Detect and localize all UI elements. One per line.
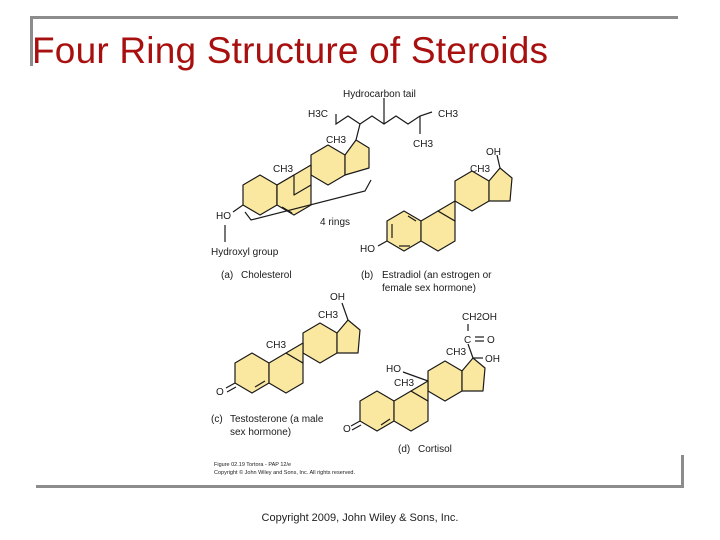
cortisol-o-label: O (343, 424, 351, 435)
bottom-rule (36, 485, 684, 488)
testosterone-oh-label: OH (330, 292, 345, 303)
ch3-tail-branch-label: CH3 (413, 139, 433, 150)
copyright-footer: Copyright 2009, John Wiley & Sons, Inc. (261, 512, 459, 524)
slide-title: Four Ring Structure of Steroids (32, 30, 549, 71)
cholesterol-ring-c-link (293, 164, 312, 196)
hydroxyl-group-label: Hydroxyl group (211, 247, 279, 258)
estradiol-ring-bc-link (437, 200, 456, 222)
ch3-tail-right-label: CH3 (438, 109, 458, 120)
cholesterol-oh-bond (232, 204, 244, 213)
tail-chain (359, 111, 433, 125)
caption-a-letter: (a) (221, 270, 233, 281)
estradiol-ring-c (454, 170, 490, 212)
cortisol-oh-label: OH (485, 354, 500, 365)
testosterone-keto-1 (225, 382, 236, 389)
testosterone-ring-a (234, 352, 270, 394)
testosterone-ring-d (336, 319, 361, 354)
testosterone-double-bond (254, 380, 266, 388)
testosterone-structure (225, 302, 361, 394)
cortisol-ho-bond (402, 371, 429, 382)
right-rule (681, 455, 684, 488)
cortisol-ho-label: HO (386, 364, 401, 375)
caption-d-letter: (d) (398, 444, 410, 455)
testosterone-keto-2 (226, 386, 237, 393)
top-rule (30, 16, 678, 19)
caption-c-line-2: sex hormone) (230, 427, 291, 438)
estradiol-structure (377, 154, 513, 252)
estradiol-oh-label: OH (486, 147, 501, 158)
estradiol-ho-bond (377, 240, 388, 247)
left-rule (30, 16, 33, 66)
cortisol-co-o-label: O (487, 335, 495, 346)
caption-c-letter: (c) (211, 414, 223, 425)
ch3-ring-d-label: CH3 (326, 135, 346, 146)
estradiol-ho-label: HO (360, 244, 375, 255)
cholesterol-ring-a (242, 174, 278, 216)
cholesterol-double-bond (281, 206, 293, 214)
estradiol-ch3-label: CH3 (470, 164, 490, 175)
testosterone-ch3-d-label: CH3 (318, 310, 338, 321)
testosterone-o-label: O (216, 387, 224, 398)
cholesterol-ring-c (310, 144, 346, 186)
caption-b-letter: (b) (361, 270, 373, 281)
cortisol-ch3-c-label: CH3 (394, 378, 414, 389)
four-rings-bracket (244, 179, 372, 221)
testosterone-ring-bc-link (285, 342, 304, 364)
cholesterol-ho-label: HO (216, 211, 231, 222)
testosterone-ring-c (302, 322, 338, 364)
cortisol-ch2oh-label: CH2OH (462, 312, 497, 323)
h3c-label: H3C (308, 109, 328, 120)
caption-b-line-1: Estradiol (an estrogen or (382, 270, 492, 281)
cortisol-double-bond (380, 418, 391, 426)
caption-a-text: Cholesterol (241, 270, 292, 281)
ch3-ring-c-label: CH3 (273, 164, 293, 175)
estradiol-ring-d (488, 167, 513, 202)
cortisol-keto-2 (351, 424, 362, 431)
estradiol-oh-bond (496, 154, 501, 169)
cortisol-ring-d (461, 357, 486, 392)
tail-bond-left (335, 114, 361, 126)
cortisol-keto-1 (350, 420, 361, 427)
four-rings-label: 4 rings (320, 217, 350, 228)
figure-credit-line-2: Copyright © John Wiley and Sons, Inc. Al… (214, 469, 355, 476)
figure-credit-line-1: Figure 02.19 Tortora - PAP 12/e (214, 462, 291, 468)
cortisol-structure (350, 324, 486, 432)
hydrocarbon-tail-label: Hydrocarbon tail (343, 89, 416, 100)
cortisol-ring-c (427, 360, 463, 402)
testosterone-oh-bond (341, 302, 349, 321)
tail-bond-1 (355, 123, 361, 141)
caption-b-line-2: female sex hormone) (382, 283, 476, 294)
caption-d-text: Cortisol (418, 444, 452, 455)
caption-c-line-1: Testosterone (a male (230, 414, 324, 425)
cholesterol-structure (224, 98, 433, 242)
estradiol-aromatic-3 (407, 215, 417, 222)
cortisol-c-bond (467, 343, 474, 359)
cortisol-c-label: C (464, 335, 471, 346)
cortisol-ring-bc-link (410, 380, 429, 402)
cortisol-ring-a (359, 390, 395, 432)
cortisol-ch3-d-label: CH3 (446, 347, 466, 358)
testosterone-ch3-c-label: CH3 (266, 340, 286, 351)
cholesterol-ring-d (344, 139, 370, 176)
